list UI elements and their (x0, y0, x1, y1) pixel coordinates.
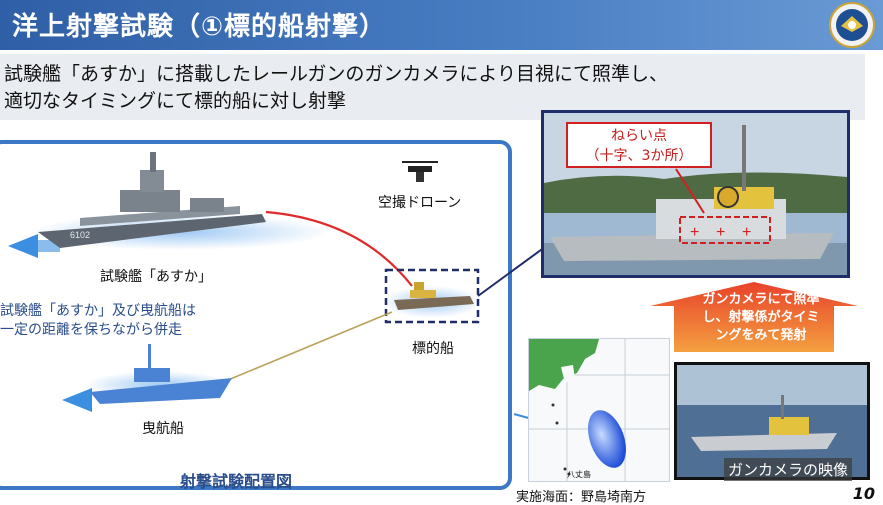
asuka-ship-icon (38, 152, 266, 248)
callout-text: ガンカメラにて照準 し、射撃係がタイミ ングをみて発射 (686, 291, 836, 345)
escort-note-line-2: 一定の距離を保ちながら併走 (0, 322, 182, 338)
drone-label: 空撮ドローン (378, 195, 462, 211)
drone-icon (402, 161, 438, 182)
callout-line-1: ガンカメラにて照準 (702, 292, 820, 307)
page-title: 洋上射撃試験（①標的船射撃） (12, 12, 387, 42)
island-label: 八丈島 (567, 470, 591, 479)
layout-diagram-frame (0, 140, 512, 490)
escort-note-line-1: 試験艦「あすか」及び曳航船は (0, 303, 196, 319)
target-highlight-box (384, 268, 480, 324)
location-caption: 実施海面：野島埼南方 (516, 490, 647, 505)
gun-camera-label: ガンカメラの映像 (724, 458, 853, 481)
page-number: 10 (852, 484, 875, 503)
asuka-label: 試験艦「あすか」 (100, 269, 212, 285)
emblem-icon (829, 2, 875, 48)
asuka-arrow-tail (30, 240, 60, 252)
aim-point-label: ねらい点 （十字、3か所） (566, 122, 712, 168)
svg-text:+: + (742, 224, 751, 241)
gun-camera-scene (677, 365, 867, 477)
aim-point-title: ねらい点 (611, 128, 667, 144)
callout-line-2: し、射撃係がタイミ (702, 310, 820, 325)
description-text: 試験艦「あすか」に搭載したレールガンのガンカメラにより目視にて照準し、 適切なタ… (4, 61, 668, 115)
escort-note: 試験艦「あすか」及び曳航船は 一定の距離を保ちながら併走 (0, 302, 196, 340)
location-map-graphic (529, 339, 669, 481)
callout-line-3: ングをみて発射 (715, 328, 807, 343)
callout-arrow (650, 282, 858, 352)
header-bar: 洋上射撃試験（①標的船射撃） (0, 0, 883, 50)
tug-direction-arrow (62, 388, 92, 412)
tug-label: 曳航船 (142, 421, 184, 437)
description-band (0, 54, 865, 120)
description-line-1: 試験艦「あすか」に搭載したレールガンのガンカメラにより目視にて照準し、 (4, 63, 669, 85)
hull-number: 6102 (70, 230, 90, 240)
aim-point-detail: （十字、3か所） (585, 148, 693, 164)
diagram-caption: 射撃試験配置図 (180, 472, 293, 491)
svg-text:+: + (716, 224, 725, 241)
location-map: 八丈島 (528, 338, 670, 482)
target-ship-label: 標的船 (412, 341, 454, 357)
tow-line (227, 311, 393, 381)
description-line-2: 適切なタイミングにて標的船に対し射撃 (4, 90, 347, 112)
svg-text:+: + (690, 224, 699, 241)
tug-ship-icon (90, 344, 232, 404)
target-ship-icon (394, 282, 474, 310)
